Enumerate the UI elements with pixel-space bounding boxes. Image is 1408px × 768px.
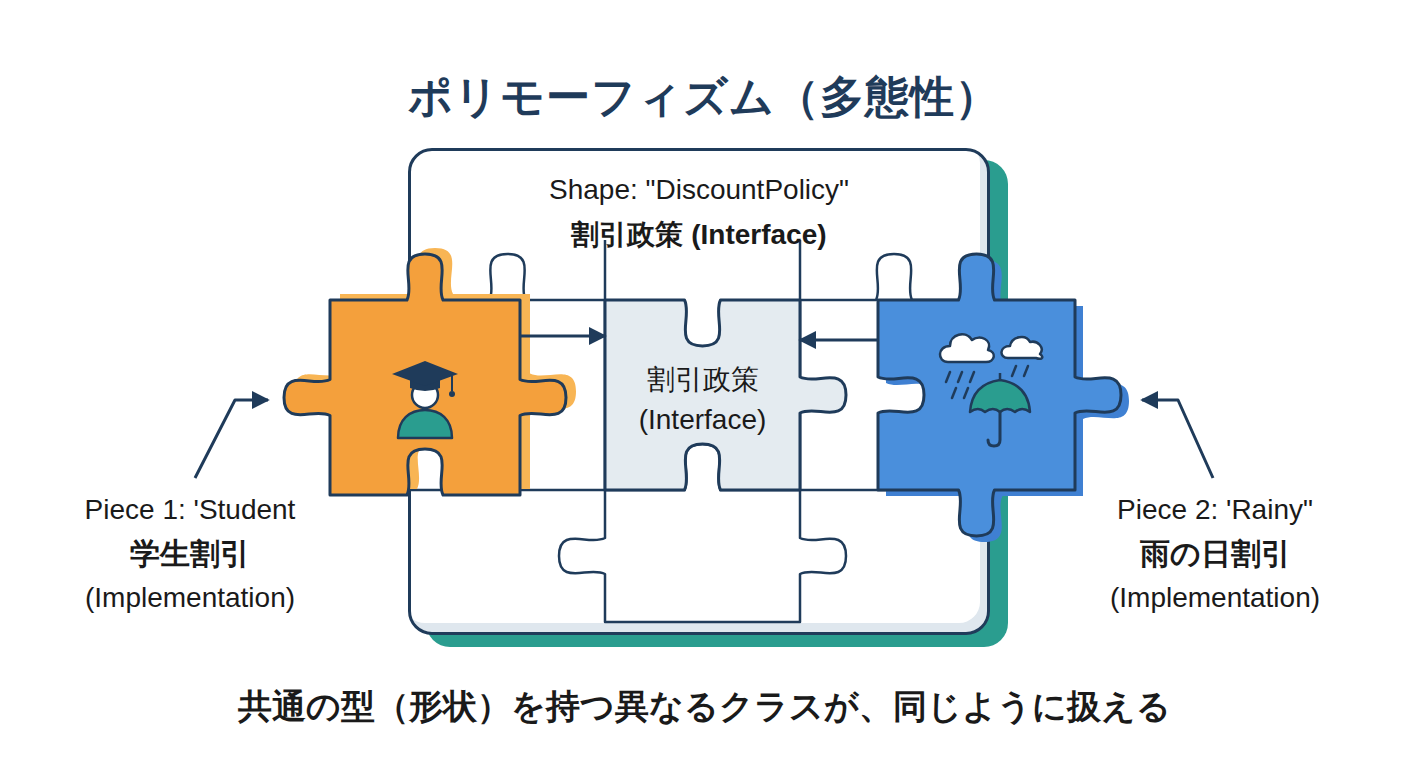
puzzle-piece-shape <box>878 300 1075 490</box>
node-text: (Implementation) <box>1045 576 1385 620</box>
node-text: 学生割引 <box>20 532 360 576</box>
background-piece <box>559 444 846 622</box>
node-heading: Shape: "DiscountPolicy" <box>411 167 987 213</box>
node-text: 割引政策 (Interface) <box>411 213 987 257</box>
leader-arrow <box>1142 400 1213 478</box>
node-heading: Piece 2: 'Rainy" <box>1045 488 1385 532</box>
node-heading: Piece 1: 'Student <box>20 488 360 532</box>
puzzle-piece-shape <box>330 300 520 495</box>
diagram-title: ポリモーフィズム（多態性） <box>0 68 1408 127</box>
diagram-caption: 共通の型（形状）を持つ異なるクラスが、同じように扱える <box>0 684 1408 730</box>
leader-arrow <box>195 400 268 478</box>
node-heading: 割引政策 (Interface) <box>605 360 800 440</box>
node-text: (Implementation) <box>20 576 360 620</box>
piece-outline <box>878 254 1121 536</box>
implementation-piece: Piece 2: 'Rainy"雨の日割引(Implementation) <box>878 300 1075 490</box>
interface-piece: 割引政策 (Interface) <box>605 300 800 490</box>
piece-outline <box>284 254 566 495</box>
node-text: 雨の日割引 <box>1045 532 1385 576</box>
piece-outline <box>605 300 846 490</box>
implementation-piece: Piece 1: 'Student学生割引(Implementation) <box>330 300 520 495</box>
